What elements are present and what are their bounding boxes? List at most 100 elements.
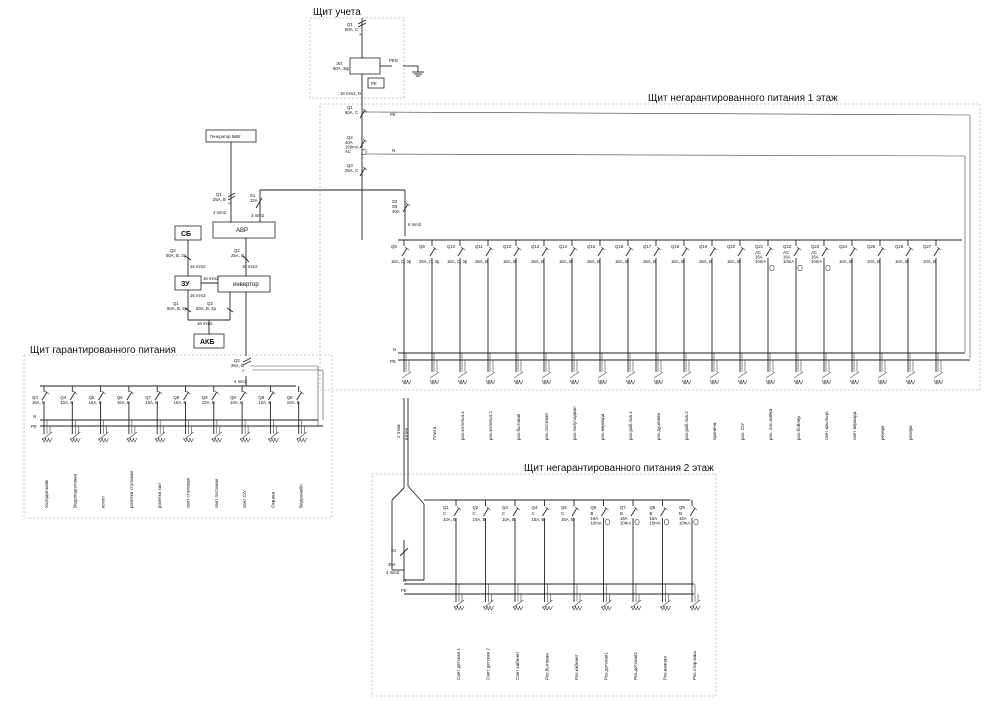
- guaranteed-load-label: Охрана: [270, 492, 275, 508]
- floor1-breaker-id: Q17: [643, 244, 652, 249]
- floor2-breaker-rating: 16A, B: [532, 517, 545, 522]
- metering-q1-rating: 50A, C: [345, 27, 358, 32]
- floor1-breaker-id: Q16: [615, 244, 624, 249]
- floor1-breaker-id: Q20: [727, 244, 736, 249]
- guaranteed-breaker-rating: 10A, B: [258, 400, 271, 405]
- floor1-load-label: роз.гостевая: [544, 413, 549, 440]
- guaranteed-load-label: Водоподготовка: [72, 473, 77, 508]
- floor2-breaker-rating: 10A, B: [443, 517, 456, 522]
- floor1-main-breaker-id: Q2: [347, 135, 353, 140]
- svg-text:63A, B, 2p: 63A, B, 2p: [196, 306, 217, 311]
- floor2-breaker-curve: B: [591, 511, 594, 516]
- floor1-breaker-rating: 10A, B: [923, 259, 936, 264]
- svg-text:4 mm2: 4 mm2: [234, 379, 248, 384]
- guaranteed-breaker-rating: 10A, B: [202, 400, 215, 405]
- guaranteed-title: Щит гарантированного питания: [30, 345, 176, 356]
- floor2-breaker-curve: C: [532, 511, 535, 516]
- svg-text:×: ×: [359, 32, 362, 37]
- metering-pen-label: PEN: [389, 58, 398, 63]
- floor1-breaker-rating: 16A, B: [587, 259, 600, 264]
- guaranteed-breaker-rating: 16A, B: [145, 400, 158, 405]
- floor1-breaker-rating: 16A, B: [531, 259, 544, 264]
- ats-box: [212, 221, 276, 239]
- svg-text:50A, B, 2p: 50A, B, 2p: [166, 253, 187, 258]
- guaranteed-breaker-id: Q6: [117, 395, 123, 400]
- svg-text:S1: S1: [391, 548, 397, 553]
- floor1-breaker-rating: 16A, B: [699, 259, 712, 264]
- floor1-breaker-rating: 16A, B: [643, 259, 656, 264]
- battery-box: [193, 333, 225, 349]
- svg-text:Q1: Q1: [173, 301, 179, 306]
- svg-text:16 mm2: 16 mm2: [203, 276, 219, 281]
- guaranteed-breaker-id: Q3: [32, 395, 38, 400]
- floor1-s2-cable: 6 mm2: [408, 222, 422, 227]
- floor2-load-label: Свет детская 2: [486, 648, 491, 680]
- floor2-breaker-id: Q4: [532, 505, 538, 510]
- guaranteed-load-label: розетки столовая: [129, 470, 134, 508]
- floor2-riser-label: 2 этаж: [396, 423, 401, 438]
- floor2-breaker-id: Q8: [650, 505, 656, 510]
- guaranteed-breaker-id: Q8: [287, 395, 293, 400]
- floor1-main-breaker-rating: 50A, C: [345, 110, 358, 115]
- floor1-n-bus-label: N: [393, 347, 396, 352]
- floor2-breaker-id: Q1: [443, 505, 449, 510]
- svg-text:4 mm2: 4 mm2: [213, 210, 227, 215]
- floor1-load-label: роз. пос.мойка: [767, 408, 773, 440]
- floor1-load-label: резерв: [908, 425, 913, 440]
- guaranteed-breaker-id: Q8: [230, 395, 236, 400]
- floor1-panel-frame: [319, 103, 981, 391]
- floor2-feed: S1 40A 4 mm2 N PE: [386, 499, 694, 595]
- floor1-breaker-id: Q15: [587, 244, 596, 249]
- svg-text:СБ: СБ: [181, 231, 191, 238]
- floor2-breaker-curve: B: [679, 511, 682, 516]
- guaranteed-breaker-rating: 16A, B: [89, 400, 102, 405]
- floor2-breaker-curve: B: [620, 511, 623, 516]
- floor1-breaker-id: Q10: [447, 244, 456, 249]
- floor1-title: Щит негарантированного питания 1 этаж: [648, 93, 838, 104]
- floor1-breaker-id: Q8: [391, 244, 397, 249]
- floor1-load-label: свет крыльцо: [824, 411, 829, 440]
- floor1-load-label: роз.раб.пов.1: [628, 411, 633, 440]
- guaranteed-breaker-id: Q4: [60, 395, 66, 400]
- guaranteed-breaker-id: Q8: [174, 395, 180, 400]
- metering-title: Щит учета: [313, 7, 361, 18]
- svg-text:Q2: Q2: [207, 301, 213, 306]
- floor1-breaker-rating: 10A, B: [867, 259, 880, 264]
- svg-text:PE: PE: [401, 588, 407, 593]
- floor1-main-feed: PE N: [361, 104, 971, 358]
- generator-label: Генератор 5кВт: [210, 134, 241, 139]
- svg-text:32A: 32A: [250, 198, 258, 203]
- svg-text:Q2: Q2: [234, 358, 240, 363]
- guaranteed-breaker-rating: 10A, B: [230, 400, 243, 405]
- floor1-load-label: роз.полуподвал: [572, 406, 577, 440]
- guaranteed-load-label: розетки зал: [157, 483, 162, 508]
- floor1-breaker-id: Q21: [755, 244, 764, 249]
- floor2-load-label: Роз.бытовая: [545, 653, 550, 680]
- svg-text:АКБ: АКБ: [200, 339, 214, 346]
- floor1-breaker-rating: 16A, B: [475, 259, 488, 264]
- floor2-breaker-id: Q3: [502, 505, 508, 510]
- floor2-breaker-id: Q9: [679, 505, 685, 510]
- floor1-load-label: роз. С/У: [740, 423, 745, 440]
